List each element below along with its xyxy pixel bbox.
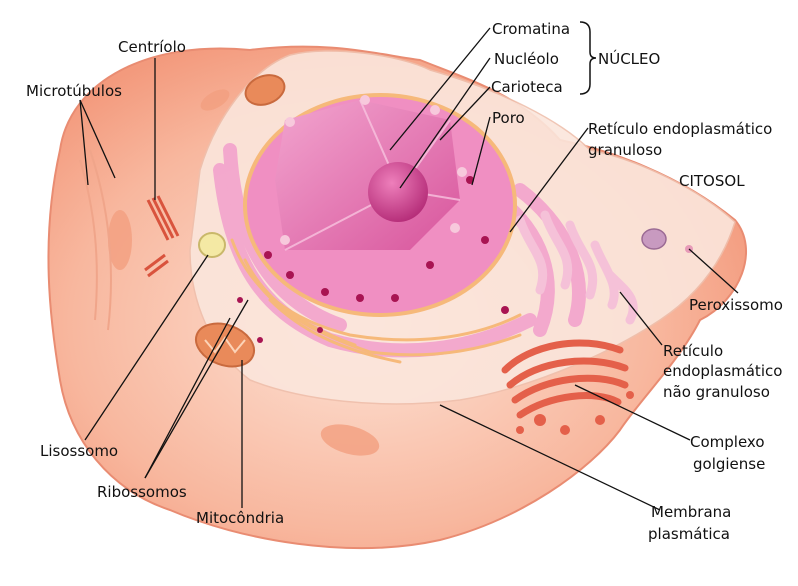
lysosome <box>198 232 226 258</box>
label-complexo-golgiense-2: golgiense <box>693 455 766 473</box>
smooth-er <box>515 210 638 325</box>
nucleolus <box>368 162 428 222</box>
peroxisome <box>641 228 667 250</box>
label-citosol: CITOSOL <box>679 172 745 190</box>
microtubules <box>79 149 112 331</box>
label-complexo-golgiense-1: Complexo <box>690 433 765 451</box>
leader-lines <box>79 27 739 511</box>
golgi-vesicles <box>516 391 634 435</box>
label-nucleolo: Nucléolo <box>494 50 559 68</box>
label-microtubulos: Microtúbulos <box>26 82 122 100</box>
label-membrana-plasmatica-1: Membrana <box>651 503 732 521</box>
ribosomes-dots <box>237 176 509 343</box>
label-ribossomos: Ribossomos <box>97 483 187 501</box>
golgi-apparatus <box>501 339 629 419</box>
label-reticulo-granuloso-1: Retículo endoplasmático <box>588 120 773 138</box>
label-reticulo-nao-granuloso-2: endoplasmático <box>663 362 783 380</box>
nucleus-cut <box>275 100 460 250</box>
label-cromatina: Cromatina <box>492 20 571 38</box>
label-reticulo-nao-granuloso-1: Retículo <box>663 342 724 360</box>
rough-er-edges <box>230 238 522 364</box>
label-nucleo: NÚCLEO <box>598 50 661 68</box>
label-poro: Poro <box>492 109 525 127</box>
nuclear-pores <box>280 95 467 245</box>
label-centriolo: Centríolo <box>118 38 186 56</box>
label-mitocondria: Mitocôndria <box>196 509 285 527</box>
label-reticulo-granuloso-2: granuloso <box>588 141 663 159</box>
label-carioteca: Carioteca <box>491 78 563 96</box>
label-reticulo-nao-granuloso-3: não granuloso <box>663 383 770 401</box>
label-lisossomo: Lisossomo <box>40 442 119 460</box>
label-peroxissomo: Peroxissomo <box>689 296 783 314</box>
mitochondria-group <box>108 74 380 456</box>
label-membrana-plasmatica-2: plasmática <box>648 525 730 543</box>
nucleus-brace <box>579 21 597 95</box>
centriole <box>144 195 180 278</box>
